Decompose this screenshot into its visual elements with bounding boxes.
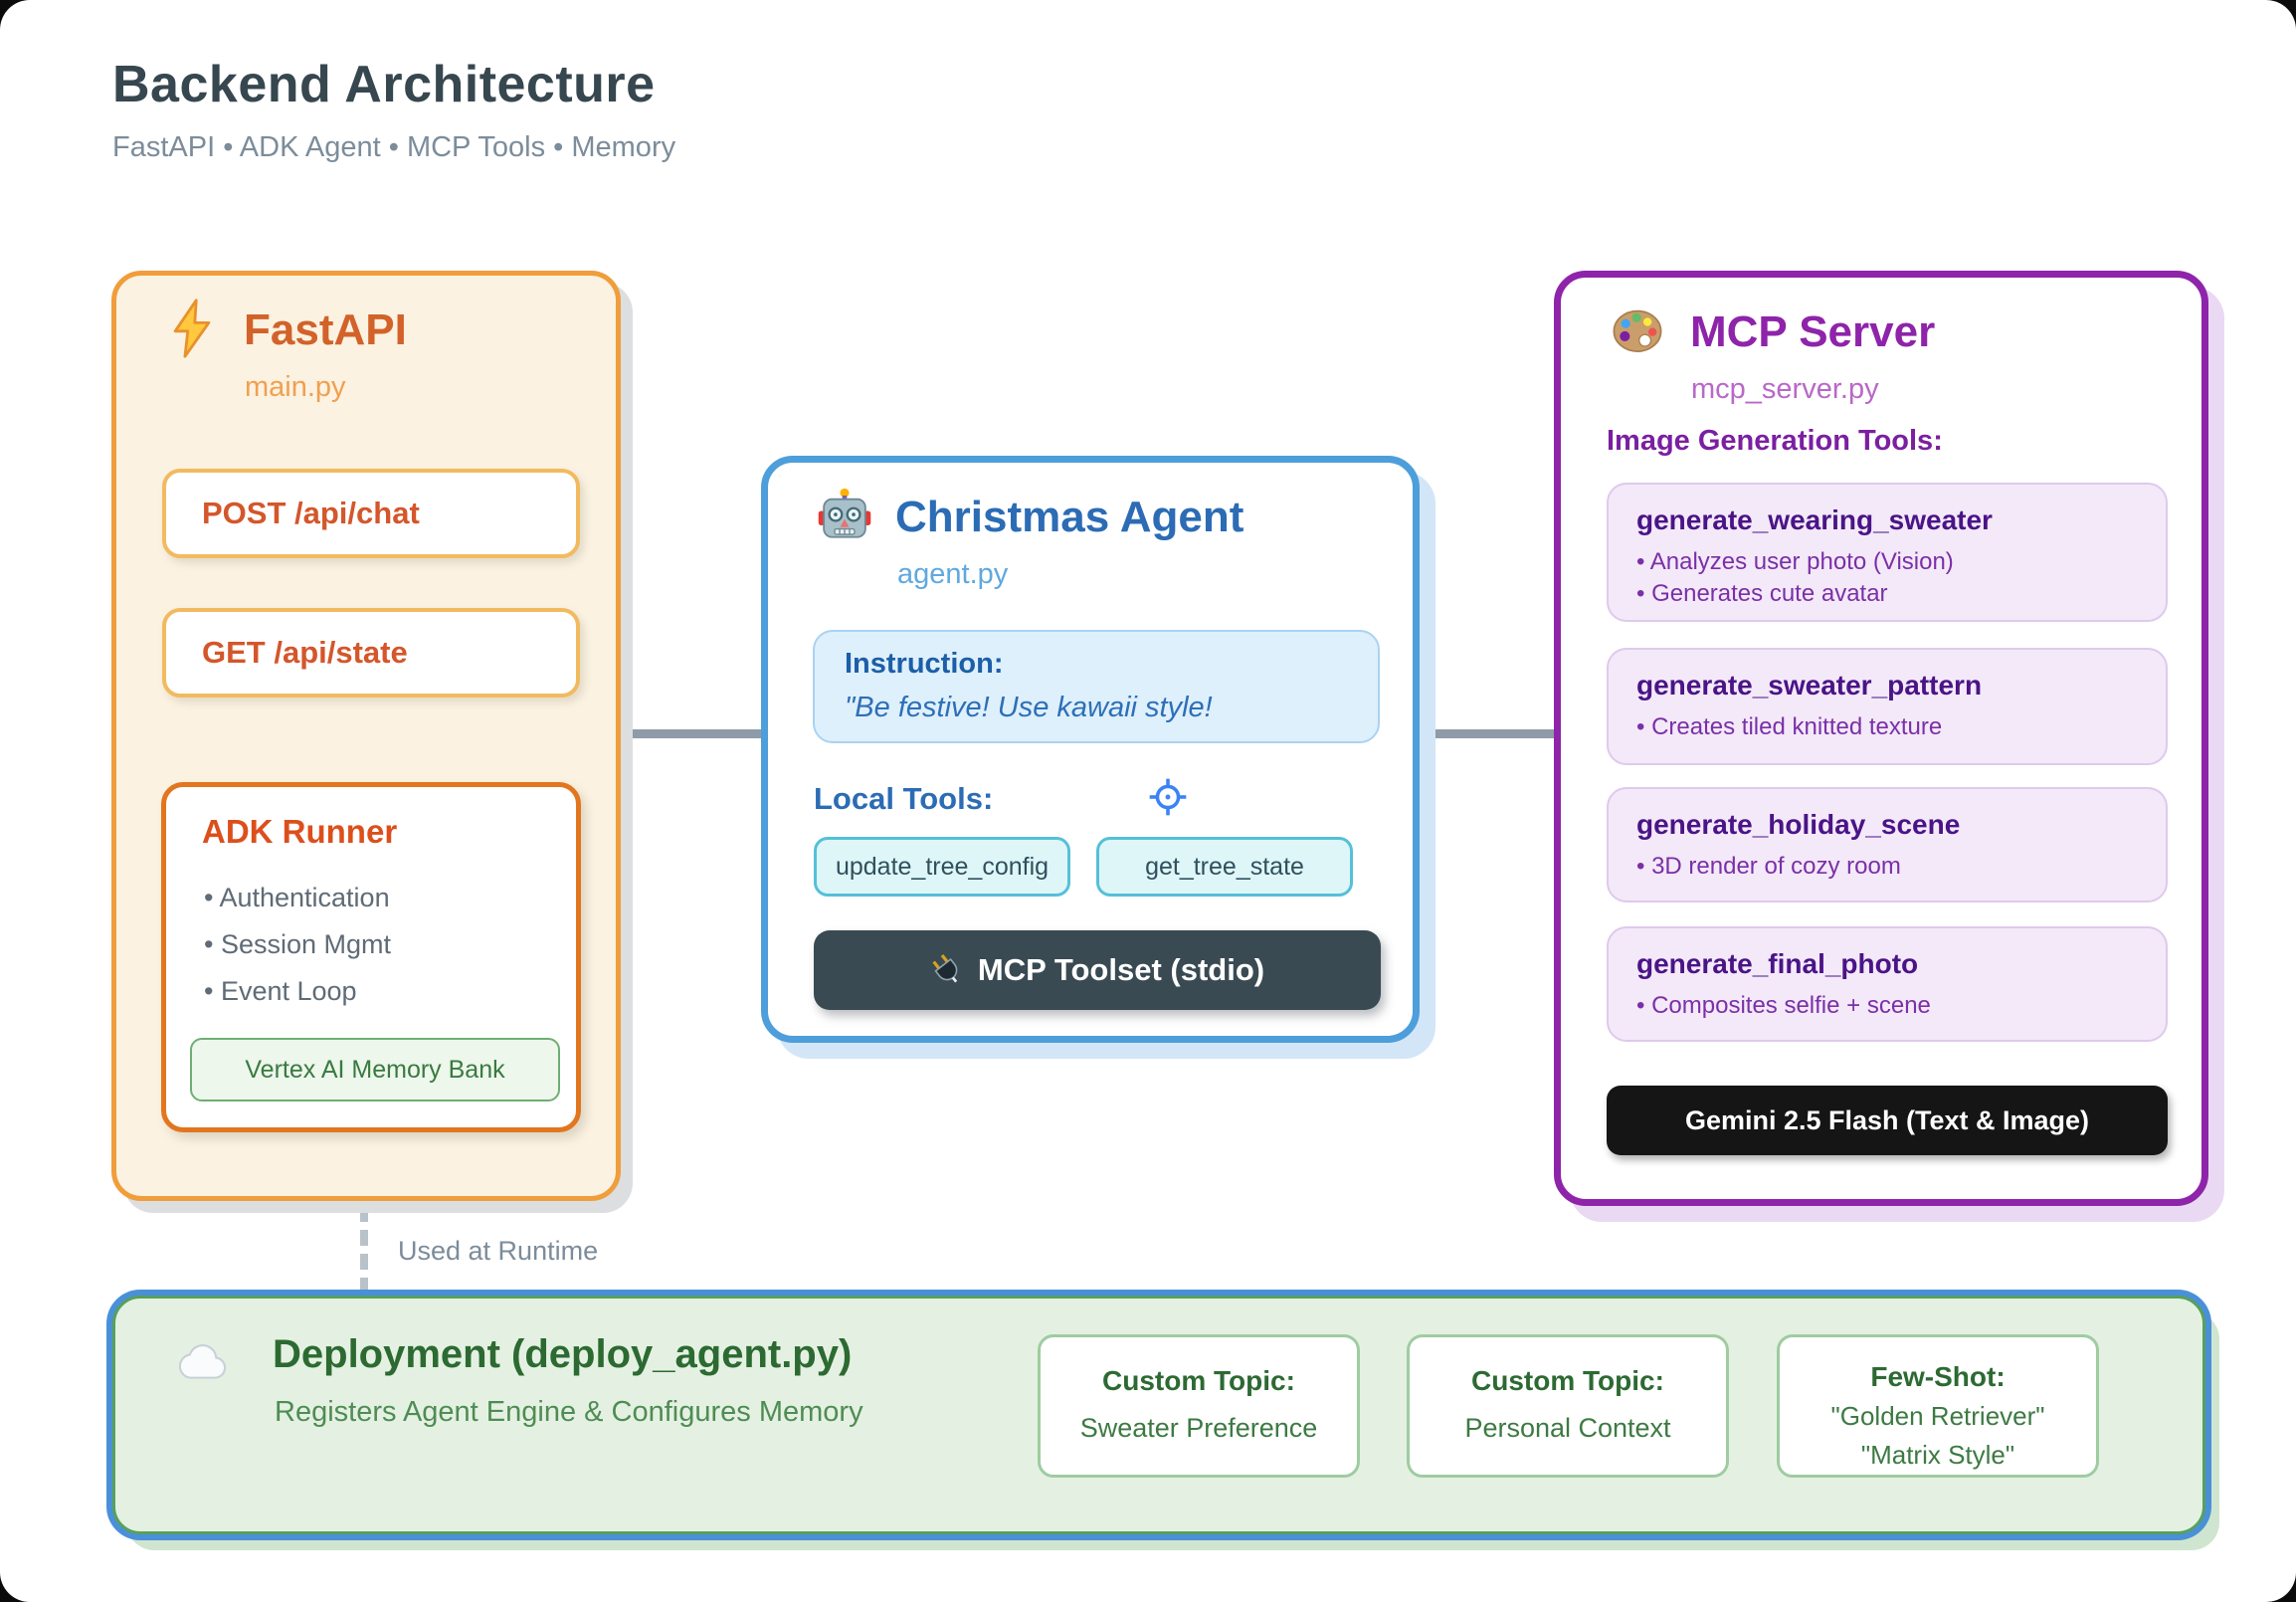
tool-name: generate_sweater_pattern: [1636, 670, 1983, 701]
tool-name: generate_wearing_sweater: [1636, 504, 1993, 535]
lightning-icon: [173, 299, 211, 358]
fastapi-file: main.py: [245, 371, 346, 403]
fastapi-box: FastAPI main.py POST /api/chat GET /api/…: [111, 271, 621, 1201]
robot-icon: [818, 488, 871, 538]
christmas-agent-box: Christmas Agent agent.py Instruction: "B…: [761, 456, 1420, 1043]
mcp-file: mcp_server.py: [1691, 373, 1879, 405]
tool-bullet: Composites selfie + scene: [1636, 992, 1931, 1020]
mcp-toolset-button-label: MCP Toolset (stdio): [977, 952, 1265, 987]
deployment-card-sweater-preference: Custom Topic: Sweater Preference: [1038, 1334, 1360, 1478]
mcp-tool-card-generate-wearing-sweater: generate_wearing_sweater Analyzes user p…: [1607, 483, 2168, 622]
instruction-text: "Be festive! Use kawaii style!: [845, 692, 1213, 723]
tool-name: generate_holiday_scene: [1636, 809, 1961, 840]
plug-icon: [932, 954, 958, 983]
deployment-subtitle: Registers Agent Engine & Configures Memo…: [275, 1396, 863, 1428]
card-line: Sweater Preference: [1079, 1413, 1318, 1443]
palette-icon: [1613, 309, 1662, 352]
page-subtitle: FastAPI • ADK Agent • MCP Tools • Memory: [112, 131, 676, 163]
gemini-model-button: Gemini 2.5 Flash (Text & Image): [1607, 1086, 2168, 1155]
instruction-box: Instruction: "Be festive! Use kawaii sty…: [813, 630, 1380, 743]
tool-bullet: 3D render of cozy room: [1636, 853, 1901, 881]
card-line: Personal Context: [1464, 1413, 1671, 1443]
tool-bullet: Generates cute avatar: [1636, 580, 1887, 608]
cloud-icon: [178, 1344, 227, 1379]
card-line: "Golden Retriever": [1830, 1401, 2045, 1431]
adk-runner-box: ADK Runner Authentication Session Mgmt E…: [161, 782, 581, 1132]
deployment-card-personal-context: Custom Topic: Personal Context: [1407, 1334, 1729, 1478]
adk-item-event-loop: Event Loop: [204, 976, 357, 1007]
agent-file: agent.py: [897, 558, 1009, 590]
instruction-label: Instruction:: [845, 648, 1004, 680]
card-label: Custom Topic:: [1471, 1365, 1664, 1396]
deployment-box: Deployment (deploy_agent.py) Registers A…: [112, 1296, 2205, 1534]
deployment-card-few-shot: Few-Shot: "Golden Retriever" "Matrix Sty…: [1777, 1334, 2099, 1478]
mcp-server-box: MCP Server mcp_server.py Image Generatio…: [1554, 271, 2208, 1206]
mcp-section-label: Image Generation Tools:: [1607, 425, 1943, 457]
tool-bullet: Analyzes user photo (Vision): [1636, 548, 1954, 576]
local-tools-label: Local Tools:: [814, 781, 994, 816]
page-title: Backend Architecture: [112, 56, 656, 113]
deployment-title: Deployment (deploy_agent.py): [273, 1332, 853, 1376]
runtime-label: Used at Runtime: [398, 1236, 599, 1266]
adk-item-session-mgmt: Session Mgmt: [204, 929, 391, 960]
connector-fastapi-agent: [619, 729, 764, 738]
crosshair-icon: [1149, 778, 1187, 816]
adk-runner-title: ADK Runner: [202, 813, 398, 850]
mcp-toolset-button: MCP Toolset (stdio): [814, 930, 1381, 1010]
endpoint-post-api-chat: POST /api/chat: [162, 469, 580, 558]
tool-pill-update-tree-config: update_tree_config: [814, 837, 1070, 897]
connector-agent-mcp: [1417, 729, 1558, 738]
fastapi-title: FastAPI: [244, 305, 407, 354]
mcp-title: MCP Server: [1690, 307, 1936, 356]
vertex-memory-badge: Vertex AI Memory Bank: [190, 1038, 560, 1101]
tool-bullet: Creates tiled knitted texture: [1636, 713, 1942, 741]
tool-pill-get-tree-state: get_tree_state: [1096, 837, 1353, 897]
mcp-tool-card-generate-sweater-pattern: generate_sweater_pattern Creates tiled k…: [1607, 648, 2168, 765]
adk-item-authentication: Authentication: [204, 883, 389, 913]
agent-title: Christmas Agent: [895, 493, 1244, 541]
mcp-tool-card-generate-final-photo: generate_final_photo Composites selfie +…: [1607, 926, 2168, 1042]
card-label: Custom Topic:: [1102, 1365, 1295, 1396]
tool-name: generate_final_photo: [1636, 948, 1919, 979]
endpoint-get-api-state: GET /api/state: [162, 608, 580, 698]
runtime-dashed-line: [360, 1206, 368, 1294]
mcp-tool-card-generate-holiday-scene: generate_holiday_scene 3D render of cozy…: [1607, 787, 2168, 902]
card-line: "Matrix Style": [1860, 1440, 2015, 1470]
card-label: Few-Shot:: [1870, 1361, 2006, 1392]
